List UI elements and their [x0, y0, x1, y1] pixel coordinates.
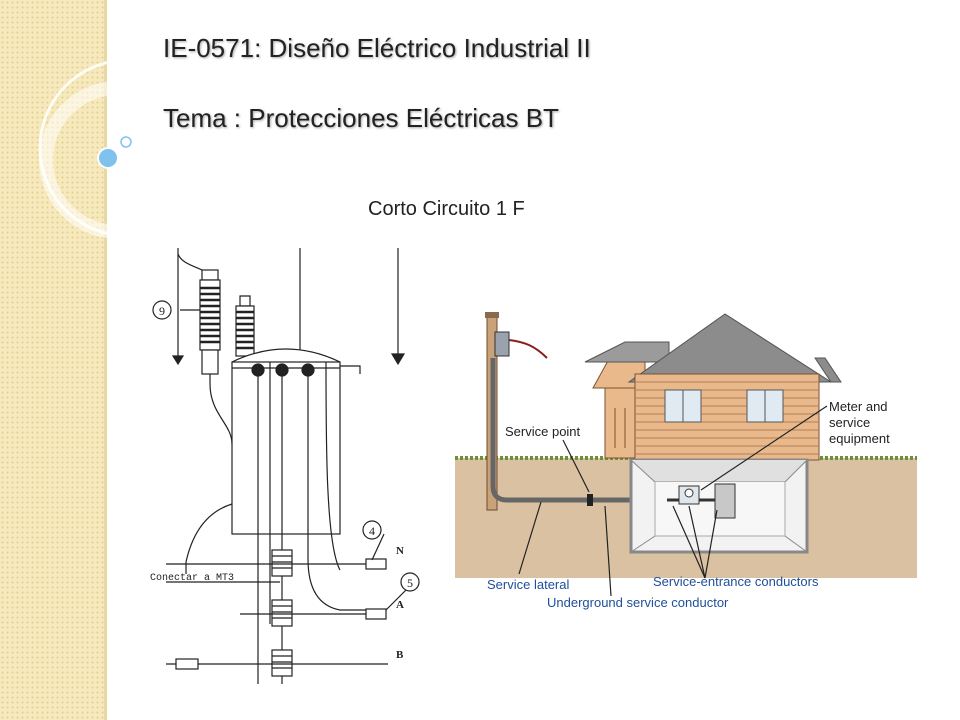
callout-5-label: 5: [407, 576, 413, 590]
phase-b-label: B: [396, 649, 404, 661]
callout-4-label: 4: [369, 524, 375, 538]
service-entrance-label: Service-entrance conductors: [653, 574, 819, 589]
service-panel-icon: [714, 483, 736, 519]
house-icon: [584, 313, 842, 461]
bushing-icon: [235, 295, 255, 357]
decorative-bubble-large: [97, 147, 119, 169]
slide-title-topic: Tema : Protecciones Eléctricas BT: [163, 103, 559, 133]
surge-arrester-icon: [199, 279, 221, 384]
meter-equipment-label-line3: equipment: [829, 431, 890, 446]
meter-equipment-label-line1: Meter and: [829, 399, 888, 414]
phase-n-label: N: [396, 545, 404, 557]
side-divider: [104, 0, 107, 720]
meter-equipment-label-line2: service: [829, 415, 870, 430]
slide-title-course: IE-0571: Diseño Eléctrico Industrial II: [163, 33, 591, 63]
secondary-bushing-icon: [271, 549, 293, 677]
callout-4-icon: [362, 520, 382, 540]
connect-mt3-label: Conectar a MT3: [150, 573, 234, 584]
callout-9-label: 9: [159, 304, 165, 318]
phase-a-label: A: [396, 599, 404, 611]
service-entrance-diagram: Service point Meter and service equipmen…: [455, 278, 917, 610]
callout-5-icon: [400, 572, 420, 592]
connector-icon: [175, 558, 387, 670]
transformer-wiring-diagram: 9 4 5 Conectar a MT3 N A B: [150, 248, 420, 684]
decorative-circles: [38, 58, 218, 239]
service-point-label: Service point: [505, 424, 581, 439]
callout-9-icon: [152, 300, 172, 320]
underground-conductor-label: Underground service conductor: [547, 595, 729, 610]
decorative-bubble-small: [120, 136, 132, 148]
transformer-tank-icon: [231, 348, 361, 535]
service-lateral-label: Service lateral: [487, 577, 569, 592]
service-lateral-conduit: [490, 358, 627, 503]
service-point-marker: [587, 494, 593, 506]
slide-subtitle: Corto Circuito 1 F: [368, 198, 525, 220]
